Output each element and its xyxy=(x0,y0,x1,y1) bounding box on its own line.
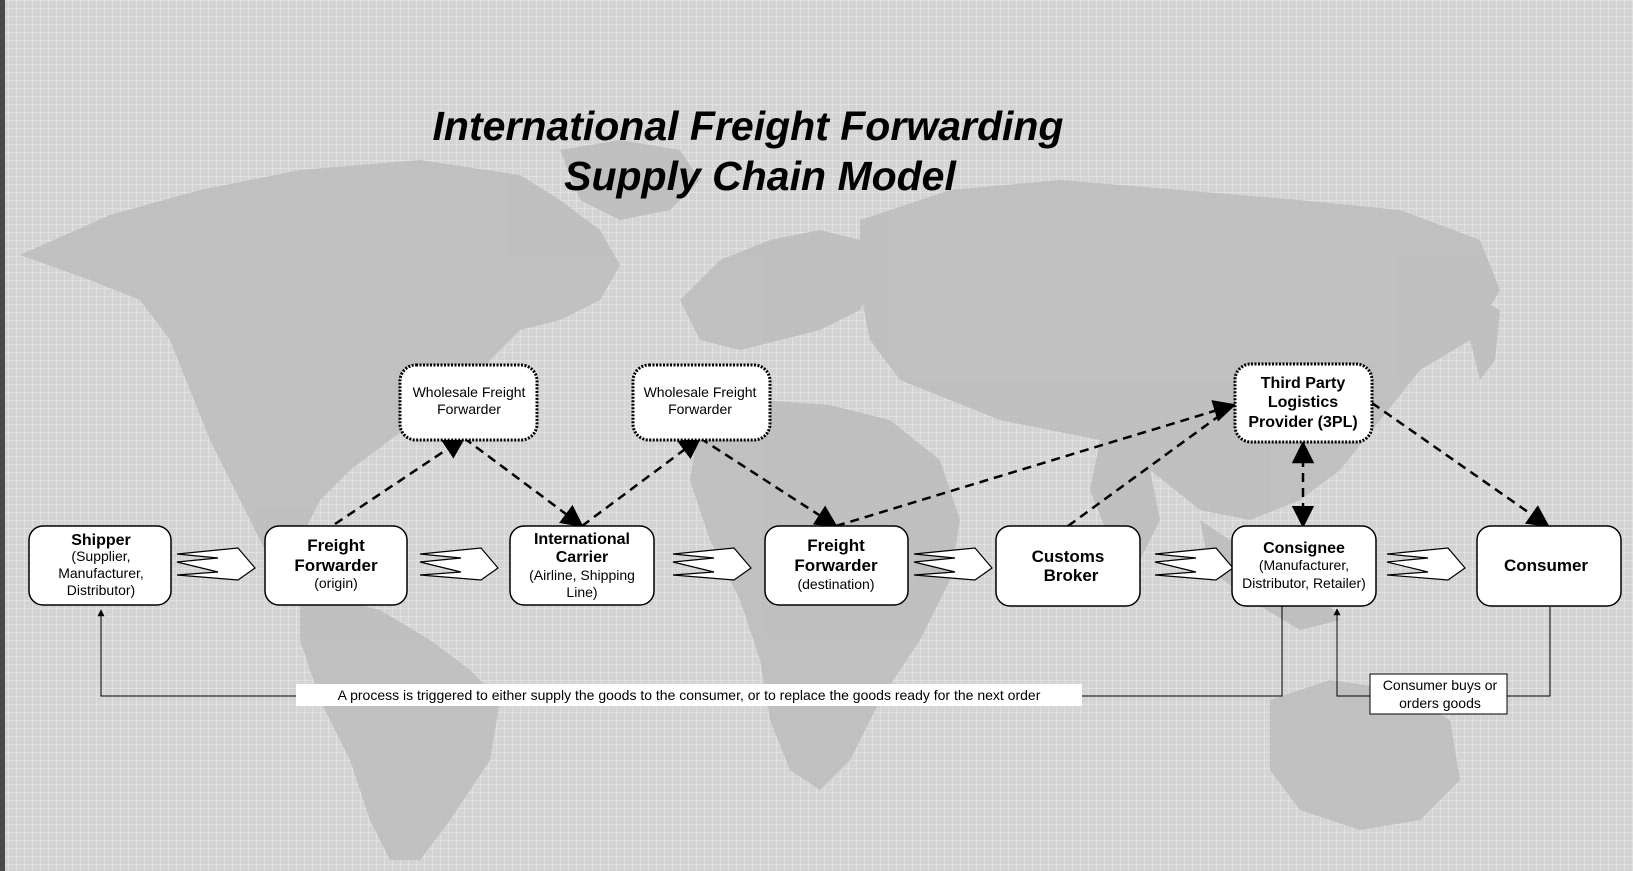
ff-dest-title-2: Forwarder xyxy=(794,556,878,575)
wholesale2-line-1: Wholesale Freight xyxy=(644,384,757,400)
flow-arrow-4 xyxy=(913,547,993,581)
shipper-sub-2: Manufacturer, xyxy=(58,565,144,581)
ff-origin-title-1: Freight xyxy=(307,536,365,555)
flow-arrow-3 xyxy=(672,547,752,581)
carrier-title-2: Carrier xyxy=(556,549,608,566)
dashed-wholesale2-to-ff-dest xyxy=(699,436,838,528)
node-freight-forwarder-destination: Freight Forwarder (destination) xyxy=(764,525,909,606)
node-international-carrier: International Carrier (Airline, Shipping… xyxy=(509,525,655,606)
ff-dest-sub: (destination) xyxy=(797,576,874,592)
shipper-sub-1: (Supplier, xyxy=(71,548,130,564)
consumer-note: Consumer buys or orders goods xyxy=(1369,673,1508,715)
carrier-title-1: International xyxy=(534,531,630,548)
consignee-sub-1: (Manufacturer, xyxy=(1259,557,1349,573)
tpl-line-2: Logistics xyxy=(1268,394,1338,411)
ff-origin-title-2: Forwarder xyxy=(294,556,378,575)
shipper-sub-3: Distributor) xyxy=(67,582,135,598)
flow-arrows xyxy=(176,547,1466,581)
left-edge-bar xyxy=(0,0,5,871)
title-line-1: International Freight Forwarding xyxy=(433,103,1064,149)
tpl-line-1: Third Party xyxy=(1261,375,1346,392)
dashed-carrier-to-wholesale2 xyxy=(581,436,702,528)
consignee-title: Consignee xyxy=(1263,540,1345,557)
wholesale2-line-2: Forwarder xyxy=(668,401,732,417)
dashed-wholesale1-to-carrier xyxy=(463,436,584,528)
carrier-sub-2: Line) xyxy=(566,584,597,600)
node-customs-broker: Customs Broker xyxy=(995,525,1141,607)
flow-arrow-1 xyxy=(176,547,256,581)
dashed-customs-to-3pl xyxy=(1067,403,1235,528)
dashed-connectors xyxy=(334,400,1550,529)
node-shipper: Shipper (Supplier, Manufacturer, Distrib… xyxy=(28,525,172,606)
node-third-party-logistics: Third Party Logistics Provider (3PL) xyxy=(1233,362,1374,444)
ff-origin-sub: (origin) xyxy=(314,575,358,591)
flow-arrow-2 xyxy=(419,547,499,581)
node-consumer: Consumer xyxy=(1476,525,1622,607)
node-freight-forwarder-origin: Freight Forwarder (origin) xyxy=(264,525,408,606)
customs-title-1: Customs xyxy=(1032,547,1105,566)
dashed-ff-dest-to-3pl xyxy=(835,400,1237,528)
tpl-line-3: Provider (3PL) xyxy=(1248,414,1357,431)
title-line-2: Supply Chain Model xyxy=(564,153,957,199)
dashed-3pl-to-consumer xyxy=(1371,401,1550,528)
consignee-sub-2: Distributor, Retailer) xyxy=(1242,575,1366,591)
wholesale1-line-1: Wholesale Freight xyxy=(413,384,526,400)
dashed-ff-origin-to-wholesale1 xyxy=(334,436,466,526)
ff-dest-title-1: Freight xyxy=(807,536,865,555)
diagram-title: International Freight Forwarding Supply … xyxy=(433,103,1064,199)
process-note-text: A process is triggered to either supply … xyxy=(338,687,1041,703)
wholesale1-line-2: Forwarder xyxy=(437,401,501,417)
node-wholesale-freight-forwarder-1: Wholesale Freight Forwarder xyxy=(398,363,539,442)
shipper-title: Shipper xyxy=(71,532,131,549)
consumer-note-line-2: orders goods xyxy=(1399,695,1481,711)
flow-arrow-6 xyxy=(1386,547,1466,581)
process-note: A process is triggered to either supply … xyxy=(296,684,1082,706)
consumer-title: Consumer xyxy=(1504,556,1588,575)
carrier-sub-1: (Airline, Shipping xyxy=(529,567,635,583)
node-wholesale-freight-forwarder-2: Wholesale Freight Forwarder xyxy=(631,363,772,442)
customs-title-2: Broker xyxy=(1044,566,1099,585)
node-consignee: Consignee (Manufacturer, Distributor, Re… xyxy=(1231,525,1377,607)
consumer-note-line-1: Consumer buys or xyxy=(1383,677,1498,693)
